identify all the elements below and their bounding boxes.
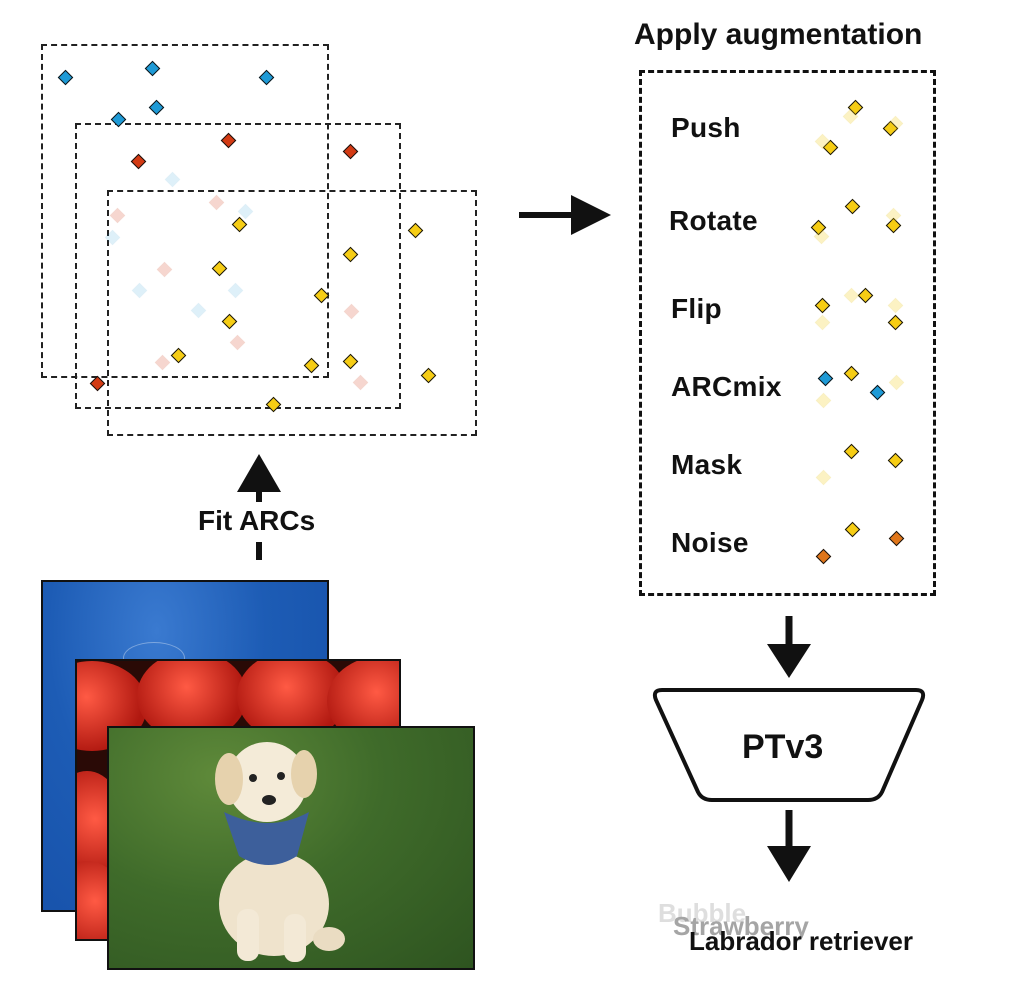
aug-label-flip: Flip xyxy=(671,293,722,324)
augmentation-box xyxy=(639,70,936,596)
aug-label-noise: Noise xyxy=(671,527,749,558)
down-arrow-icon xyxy=(767,616,811,678)
output-label-labrador: Labrador retriever xyxy=(689,926,913,956)
ptv3-label: PTv3 xyxy=(742,728,824,766)
dog-photo xyxy=(107,726,475,970)
ptv3-model-block xyxy=(652,688,926,802)
arc-frame-red xyxy=(75,123,401,409)
aug-label-mask: Mask xyxy=(671,449,743,480)
arc-frame-yellow xyxy=(107,190,477,436)
down-arrow-icon xyxy=(767,810,811,882)
aug-label-rotate: Rotate xyxy=(669,205,758,236)
augmentation-title: Apply augmentation xyxy=(634,18,923,51)
output-label-strawberry: Strawberry xyxy=(673,911,809,941)
output-label-bubble: Bubble xyxy=(658,898,747,928)
fit-arcs-label: Fit ARCs xyxy=(198,505,316,536)
arc-frame-blue xyxy=(41,44,329,378)
aug-label-push: Push xyxy=(671,112,741,143)
labrador-puppy-image xyxy=(215,742,345,962)
up-arrow-icon xyxy=(237,454,281,560)
aug-label-arcmix: ARCmix xyxy=(671,371,782,402)
right-arrow-icon xyxy=(519,195,611,235)
